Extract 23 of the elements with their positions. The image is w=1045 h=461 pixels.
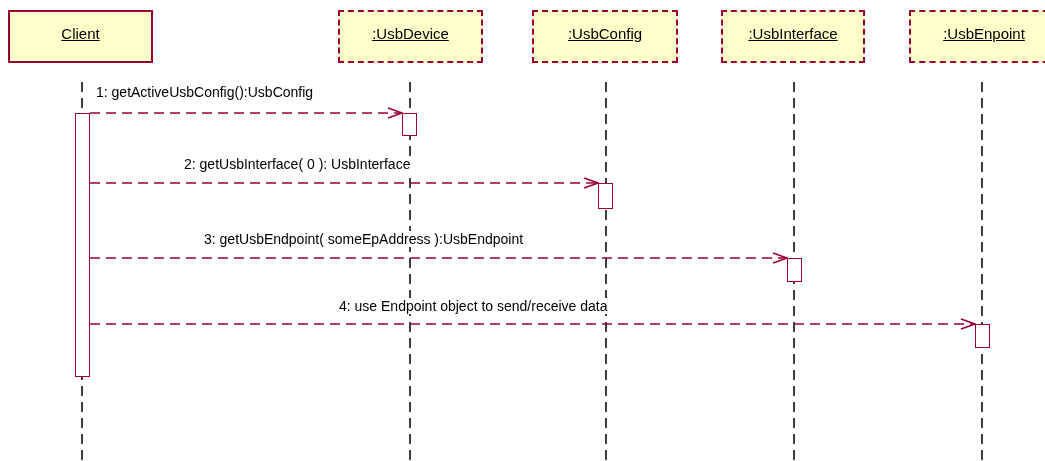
activation-bar <box>402 113 417 136</box>
activation-bar <box>975 324 990 348</box>
message-label: 4: use Endpoint object to send/receive data <box>338 298 609 314</box>
object-box <box>8 10 153 63</box>
message-label: 3: getUsbEndpoint( someEpAddress ):UsbEndpoint <box>203 231 525 247</box>
message-label: 1: getActiveUsbConfig():UsbConfig <box>95 84 315 100</box>
message-arrow <box>89 252 788 264</box>
message-arrow <box>89 318 976 330</box>
object-name: :UsbInterface <box>748 25 838 42</box>
activation-bar <box>598 183 613 209</box>
object-box <box>338 10 483 63</box>
message-arrow <box>89 107 403 119</box>
object-box <box>532 10 678 63</box>
activation-bar <box>75 113 90 377</box>
object-name: :UsbEnpoint <box>943 25 1025 42</box>
object-box <box>909 10 1045 63</box>
object-name: Client <box>61 25 100 42</box>
activation-bar <box>787 258 802 282</box>
message-label: 2: getUsbInterface( 0 ): UsbInterface <box>183 156 412 172</box>
object-box <box>721 10 865 63</box>
object-name: :UsbDevice <box>372 25 449 42</box>
object-name: :UsbConfig <box>567 25 643 42</box>
message-arrow <box>89 177 599 189</box>
